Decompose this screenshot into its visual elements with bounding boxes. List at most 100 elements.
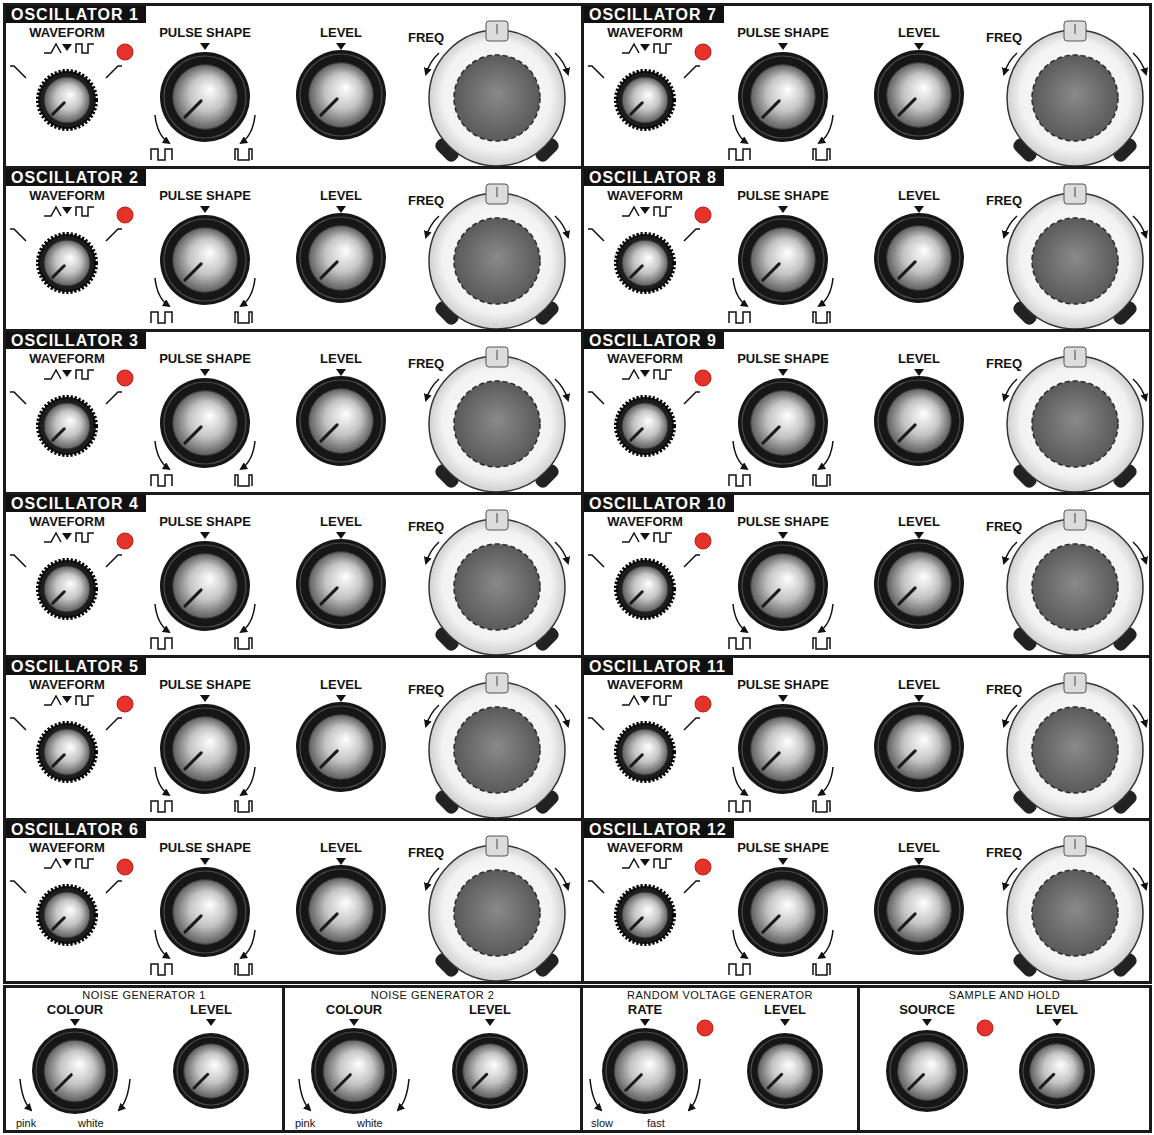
led <box>117 207 133 223</box>
ramp-wave-symbol <box>684 555 700 567</box>
control-label: PULSE SHAPE <box>737 514 829 529</box>
pulse-symbol <box>813 312 830 323</box>
knob-pointer <box>321 751 337 767</box>
knob-pointer <box>473 1074 487 1088</box>
knob-skirt <box>160 52 250 142</box>
pulse-symbol <box>729 475 750 486</box>
dial-mark <box>497 350 498 360</box>
knob-cap <box>44 566 90 612</box>
knob-cap <box>173 391 238 456</box>
knob-skirt <box>874 213 964 303</box>
dial-mark <box>497 676 498 686</box>
knob-skirt <box>616 560 674 618</box>
pulse-symbol <box>235 312 252 323</box>
control-label: WAVEFORM <box>607 351 683 366</box>
knob-cap <box>173 717 238 782</box>
knob-pointer <box>631 266 643 278</box>
knob-ring <box>742 545 824 627</box>
pointer-mark <box>62 207 72 214</box>
control-label: PULSE SHAPE <box>737 188 829 203</box>
knob-pointer <box>763 753 779 769</box>
knob-cap <box>44 240 90 286</box>
knob-skirt <box>738 704 828 794</box>
control-label: LEVEL <box>764 1002 806 1017</box>
control-label: LEVEL <box>320 514 362 529</box>
pulse-symbol <box>813 801 830 812</box>
dial-tab <box>486 510 508 530</box>
knob-ring <box>742 219 824 301</box>
dial-cap <box>454 707 540 793</box>
knob-ring <box>456 1037 524 1105</box>
control-label: LEVEL <box>898 188 940 203</box>
turn-arrow <box>689 1079 700 1110</box>
knob-pointer <box>321 914 337 930</box>
square-wave-symbol <box>76 696 94 705</box>
dial-mark <box>497 187 498 197</box>
knob-cap <box>44 729 90 775</box>
pointer-mark <box>200 43 210 50</box>
range-label: slow <box>591 1117 613 1129</box>
pulse-symbol <box>151 801 172 812</box>
turn-arrow <box>426 379 439 400</box>
range-label: fast <box>647 1117 665 1129</box>
turn-arrow <box>155 767 169 795</box>
knob-pointer <box>53 755 64 767</box>
turn-arrow <box>1004 379 1017 400</box>
turn-arrow <box>733 767 747 795</box>
dial-cap <box>1032 381 1118 467</box>
turn-arrow <box>590 1079 601 1110</box>
pulse-symbol <box>151 475 172 486</box>
turn-arrow <box>155 930 169 958</box>
saw-wave-symbol <box>10 229 26 241</box>
control-label: LEVEL <box>898 25 940 40</box>
section-heading: NOISE GENERATOR 2 <box>371 989 495 1002</box>
knob-skirt <box>32 1028 118 1114</box>
knob-cap <box>622 240 668 286</box>
square-wave-symbol <box>654 370 672 379</box>
dial-tab <box>486 184 508 204</box>
module-title: OSCILLATOR 8 <box>584 169 724 186</box>
knob-ring <box>164 708 246 790</box>
led <box>117 44 133 60</box>
dial-cap <box>1032 55 1118 141</box>
dial-ring <box>1007 356 1143 492</box>
knob-cap <box>173 228 238 293</box>
knob-pointer <box>631 429 643 441</box>
dial-mark <box>1075 187 1076 197</box>
dial-cap <box>454 381 540 467</box>
oscillator-panel: OSCILLATOR 4WAVEFORMPULSE SHAPELEVELFREQ <box>3 492 584 658</box>
pulse-symbol <box>151 312 172 323</box>
pointer-mark <box>640 44 650 51</box>
module-title: OSCILLATOR 10 <box>584 495 734 512</box>
knob-ring <box>164 56 246 138</box>
pulse-symbol <box>151 149 172 160</box>
saw-wave-symbol <box>588 229 604 241</box>
knob-pointer <box>899 99 915 115</box>
pointer-mark <box>62 859 72 866</box>
dial-cap <box>1032 544 1118 630</box>
led <box>695 859 711 875</box>
knob-skirt <box>38 723 96 781</box>
ramp-wave-symbol <box>106 66 122 78</box>
turn-arrow <box>119 1079 130 1110</box>
control-label: LEVEL <box>469 1002 511 1017</box>
ramp-wave-symbol <box>684 392 700 404</box>
turn-arrow <box>819 930 833 958</box>
control-label: FREQ <box>986 519 1022 534</box>
ramp-wave-symbol <box>684 66 700 78</box>
knob-pointer <box>626 1075 641 1090</box>
saw-wave-symbol <box>10 718 26 730</box>
saw-wave-symbol <box>10 392 26 404</box>
ramp-wave-symbol <box>106 881 122 893</box>
dial-cap <box>454 55 540 141</box>
knob-cap <box>622 403 668 449</box>
control-label: PULSE SHAPE <box>159 25 251 40</box>
knob-cap <box>887 389 952 454</box>
knob-skirt <box>38 71 96 129</box>
control-label: WAVEFORM <box>29 514 105 529</box>
triangle-wave-symbol <box>44 533 61 542</box>
module-title: OSCILLATOR 1 <box>6 6 146 23</box>
pointer-mark <box>336 858 346 865</box>
knob-skirt <box>311 1028 397 1114</box>
knob-cap <box>887 63 952 128</box>
